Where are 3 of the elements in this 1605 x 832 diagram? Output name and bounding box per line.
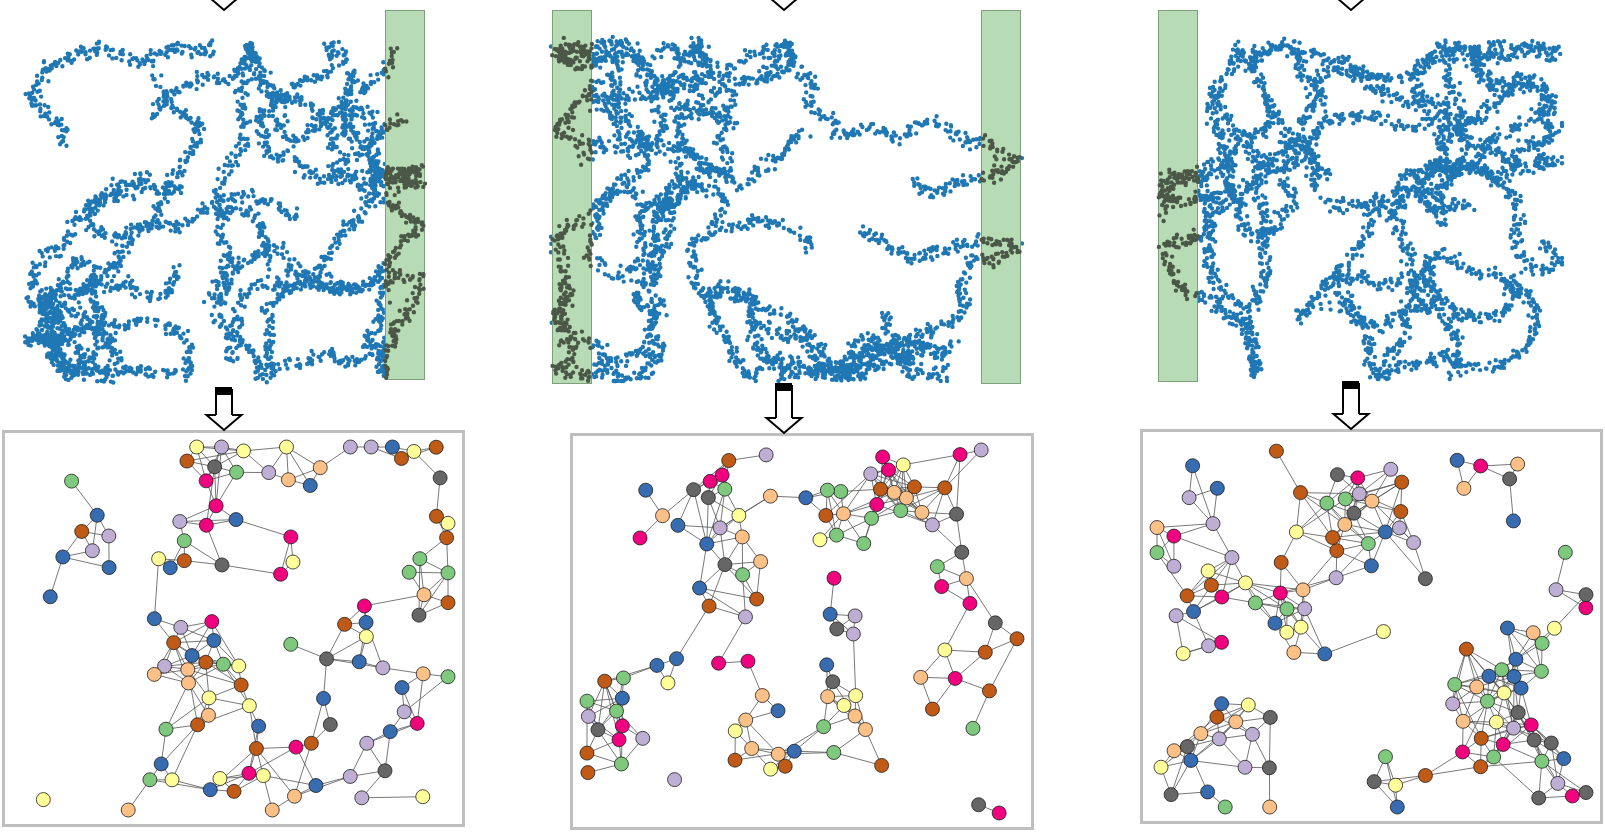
point-cloud-illustration: [548, 10, 1025, 384]
point-cloud-illustration: [22, 10, 428, 388]
point-cloud-illustration: [1155, 10, 1565, 382]
